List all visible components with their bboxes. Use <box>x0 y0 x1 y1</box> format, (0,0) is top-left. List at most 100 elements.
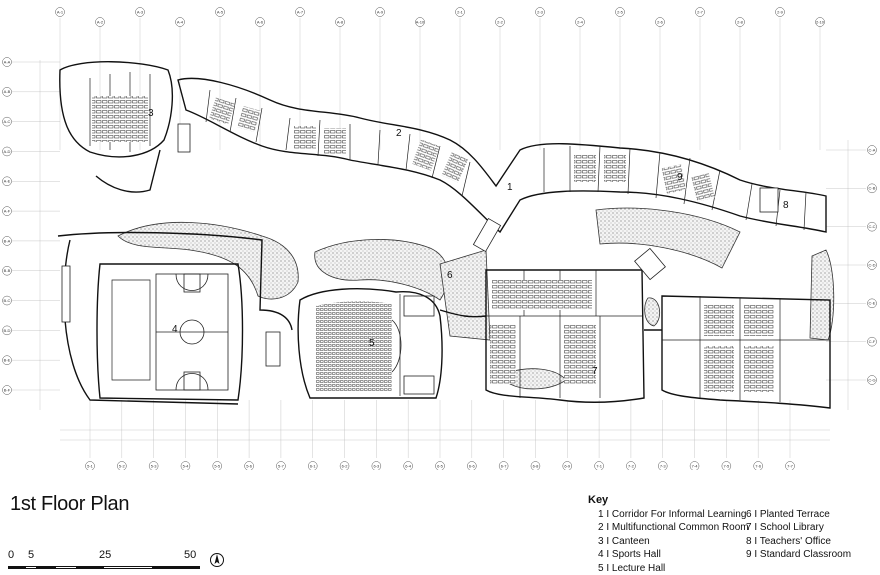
room-number: 5 <box>369 338 375 349</box>
grid-bubble: 6-7 <box>498 461 509 470</box>
grid-bubble: 5-7 <box>276 461 286 470</box>
svg-text:B-A: B-A <box>4 238 11 243</box>
grid-bubble: 2-4 <box>575 17 585 27</box>
svg-text:6-5: 6-5 <box>437 463 444 468</box>
svg-text:2-5: 2-5 <box>617 9 624 14</box>
scale-label: 0 <box>8 549 15 561</box>
svg-text:A-F: A-F <box>4 208 11 213</box>
grid-bubble: C-F <box>867 336 877 347</box>
key-heading: Key <box>588 494 609 506</box>
scale-segment <box>104 566 152 569</box>
svg-text:B-B: B-B <box>4 268 11 273</box>
grid-bubble: A-3 <box>135 7 145 17</box>
key-item: 8 I Teachers' Office <box>746 535 831 547</box>
grid-bubble: 6-9 <box>562 461 573 470</box>
grid-bubble: A-10 <box>415 17 425 27</box>
grid-bubble: 2-1 <box>455 7 465 17</box>
room-number: 3 <box>148 108 154 119</box>
grid-lines <box>12 18 866 458</box>
room-number: 9 <box>677 172 683 183</box>
legend-key: Key 1 I Corridor For Informal Learning 2… <box>588 494 878 575</box>
svg-text:B-E: B-E <box>4 358 11 363</box>
scale-segment <box>76 566 104 569</box>
key-item: 2 I Multifunctional Common Room <box>598 522 749 534</box>
svg-text:6-9: 6-9 <box>564 463 571 468</box>
grid-bubble: 6-1 <box>307 461 318 470</box>
grid-bubble: A-2 <box>95 17 105 27</box>
svg-text:5-6: 5-6 <box>246 463 253 468</box>
grid-bubble: 6-8 <box>530 461 541 470</box>
key-item: 7 I School Library <box>746 522 824 534</box>
key-item: 4 I Sports Hall <box>598 549 661 561</box>
room-number: 2 <box>396 128 402 139</box>
grid-bubble: 5-4 <box>180 461 191 470</box>
grid-bubble: 5-3 <box>148 461 159 470</box>
svg-text:C-E: C-E <box>869 301 876 306</box>
svg-text:A-3: A-3 <box>137 9 144 14</box>
svg-text:2-1: 2-1 <box>457 9 464 14</box>
svg-text:7-5: 7-5 <box>723 463 730 468</box>
grid-bubble: 2-7 <box>695 7 705 17</box>
grid-bubble: A-9 <box>375 7 385 17</box>
grid-bubble: 2-8 <box>735 17 745 27</box>
key-item: 9 I Standard Classroom <box>746 549 852 561</box>
grid-bubble: 2-3 <box>535 7 545 17</box>
grid-bubble: A-A <box>2 57 12 67</box>
grid-bubble: 5-1 <box>85 461 95 470</box>
svg-text:C-D: C-D <box>868 262 875 267</box>
svg-text:2-2: 2-2 <box>497 19 504 24</box>
svg-text:6-3: 6-3 <box>373 463 380 468</box>
svg-text:2-9: 2-9 <box>777 9 784 14</box>
grid-bubble: 7-7 <box>785 461 795 470</box>
plan-title: 1st Floor Plan <box>10 493 130 515</box>
svg-text:6-2: 6-2 <box>342 463 349 468</box>
north-arrow-icon <box>210 553 224 567</box>
svg-text:A-7: A-7 <box>297 9 304 14</box>
svg-text:A-E: A-E <box>4 179 11 184</box>
svg-text:7-2: 7-2 <box>628 463 635 468</box>
grid-bubble: 2-2 <box>495 17 505 27</box>
grid-bubble: 2-6 <box>655 17 665 27</box>
svg-text:A-2: A-2 <box>97 19 104 24</box>
key-item: 6 I Planted Terrace <box>746 509 830 520</box>
grid-bubble: 5-2 <box>117 461 127 470</box>
grid-bubble: A-B <box>2 87 12 97</box>
svg-text:C-A: C-A <box>869 147 876 152</box>
grid-bubble: C-G <box>867 375 877 385</box>
svg-text:6-7: 6-7 <box>501 463 508 468</box>
grid-bubble: 7-5 <box>721 461 732 470</box>
grid-bubble: 6-4 <box>403 461 413 470</box>
grid-bubbles: A-1A-2A-3A-4A-5A-6A-7A-8A-9A-102-12-22-3… <box>2 7 877 470</box>
svg-text:5-4: 5-4 <box>183 463 190 468</box>
grid-bubble: B-D <box>2 325 12 336</box>
grid-bubble: A-8 <box>335 17 345 27</box>
svg-text:6-6: 6-6 <box>469 463 476 468</box>
grid-bubble: 6-6 <box>467 461 477 470</box>
svg-text:A-B: A-B <box>4 89 11 94</box>
scale-segment <box>8 566 26 569</box>
room-number: 7 <box>592 366 598 377</box>
grid-bubble: A-5 <box>215 7 225 17</box>
grid-bubble: 7-4 <box>689 461 700 470</box>
grid-bubble: A-C <box>2 116 12 127</box>
svg-text:2-4: 2-4 <box>577 19 584 24</box>
key-item: 5 I Lecture Hall <box>598 562 666 574</box>
grid-bubble: C-D <box>867 260 877 270</box>
grid-bubble: 5-6 <box>244 461 254 470</box>
svg-text:2-10: 2-10 <box>816 19 825 24</box>
svg-text:2-3: 2-3 <box>537 9 544 14</box>
svg-text:6-8: 6-8 <box>533 463 540 468</box>
room-number: 4 <box>172 324 178 335</box>
grid-bubble: B-E <box>2 355 12 365</box>
grid-bubble: C-C <box>867 221 877 232</box>
svg-text:7-1: 7-1 <box>596 463 603 468</box>
svg-text:5-2: 5-2 <box>119 463 126 468</box>
svg-text:2-6: 2-6 <box>657 19 664 24</box>
scale-segment <box>26 566 36 569</box>
basketball-court <box>155 273 229 391</box>
scale-segment <box>56 566 76 569</box>
grid-bubble: B-F <box>2 385 12 395</box>
grid-bubble: 2-9 <box>775 7 785 17</box>
svg-text:7-7: 7-7 <box>787 463 794 468</box>
svg-text:A-6: A-6 <box>257 19 264 24</box>
